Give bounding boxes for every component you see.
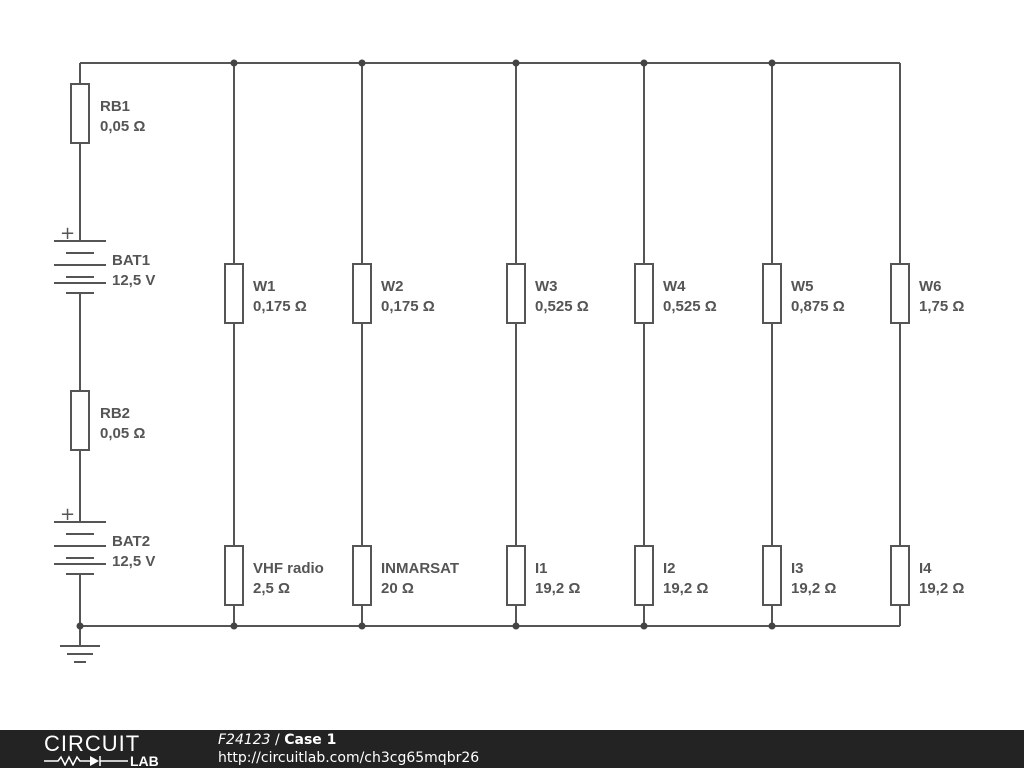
resistor-w6 bbox=[890, 263, 910, 324]
wire-name-label: W2 bbox=[381, 278, 404, 295]
junction-node bbox=[76, 622, 84, 630]
resistor-rb1 bbox=[70, 83, 90, 144]
battery-bat1 bbox=[54, 240, 106, 294]
resistor-load-5 bbox=[762, 545, 782, 606]
resistor-w3 bbox=[506, 263, 526, 324]
load-value-label: 19,2 Ω bbox=[663, 580, 708, 597]
resistor-zigzag-icon bbox=[44, 755, 90, 766]
load-name-label: I4 bbox=[919, 560, 932, 577]
wire-name-label: W6 bbox=[919, 278, 942, 295]
resistor-w4 bbox=[634, 263, 654, 324]
circuitlab-logo: CIRCUIT LAB bbox=[44, 732, 159, 766]
battery-bat2 bbox=[54, 521, 106, 575]
junction-node bbox=[230, 622, 238, 630]
wire-value-label: 0,175 Ω bbox=[381, 298, 435, 315]
diode-icon bbox=[90, 756, 99, 766]
load-branches: W1 0,175 Ω VHF radio 2,5 Ω W2 0,175 Ω INMARSAT… bbox=[224, 59, 964, 630]
junction-node bbox=[512, 622, 520, 630]
wire-value-label: 0,525 Ω bbox=[535, 298, 589, 315]
resistor-w1 bbox=[224, 263, 244, 324]
wire-value-label: 0,175 Ω bbox=[253, 298, 307, 315]
bat2-value-label: 12,5 V bbox=[112, 553, 155, 570]
load-name-label: I1 bbox=[535, 560, 548, 577]
wire-value-label: 0,875 Ω bbox=[791, 298, 845, 315]
junction-node bbox=[230, 59, 238, 67]
resistor-load-1 bbox=[224, 545, 244, 606]
load-value-label: 20 Ω bbox=[381, 580, 414, 597]
wire-name-label: W3 bbox=[535, 278, 558, 295]
footer-title-line: F24123 / Case 1 bbox=[218, 731, 479, 749]
rb2-name-label: RB2 bbox=[100, 405, 130, 422]
circuit-url[interactable]: http://circuitlab.com/ch3cg65mqbr26 bbox=[218, 750, 480, 766]
junction-node bbox=[768, 622, 776, 630]
circuit-id: F24123 bbox=[218, 732, 271, 748]
junction-node bbox=[768, 59, 776, 67]
footer-text: F24123 / Case 1 http://circuitlab.com/ch… bbox=[218, 731, 479, 767]
load-value-label: 19,2 Ω bbox=[535, 580, 580, 597]
logo-text-top: CIRCUIT bbox=[44, 732, 140, 756]
wire-name-label: W1 bbox=[253, 278, 276, 295]
resistor-w5 bbox=[762, 263, 782, 324]
junction-node bbox=[512, 59, 520, 67]
resistor-load-2 bbox=[352, 545, 372, 606]
resistor-load-6 bbox=[890, 545, 910, 606]
resistor-w2 bbox=[352, 263, 372, 324]
bat1-name-label: BAT1 bbox=[112, 252, 150, 269]
load-name-label: VHF radio bbox=[253, 560, 324, 577]
load-value-label: 19,2 Ω bbox=[919, 580, 964, 597]
bat1-plus-sign: + bbox=[60, 223, 75, 244]
footer-bar: CIRCUIT LAB F24123 / Case 1 http://circu… bbox=[0, 730, 1024, 768]
rb2-value-label: 0,05 Ω bbox=[100, 425, 145, 442]
ground-icon bbox=[60, 645, 100, 663]
wire-name-label: W5 bbox=[791, 278, 814, 295]
wire-value-label: 1,75 Ω bbox=[919, 298, 964, 315]
wire-name-label: W4 bbox=[663, 278, 686, 295]
rb1-value-label: 0,05 Ω bbox=[100, 118, 145, 135]
resistor-rb2 bbox=[70, 390, 90, 451]
rb1-name-label: RB1 bbox=[100, 98, 130, 115]
junction-node bbox=[640, 622, 648, 630]
bat2-plus-sign: + bbox=[60, 504, 75, 525]
junction-node bbox=[358, 59, 366, 67]
battery-branch: RB1 0,05 Ω + BAT1 12,5 V RB2 0,05 Ω bbox=[54, 63, 155, 663]
resistor-load-3 bbox=[506, 545, 526, 606]
bat2-name-label: BAT2 bbox=[112, 533, 150, 550]
title-separator: / bbox=[270, 732, 285, 748]
load-value-label: 19,2 Ω bbox=[791, 580, 836, 597]
bat1-value-label: 12,5 V bbox=[112, 272, 155, 289]
load-name-label: I2 bbox=[663, 560, 676, 577]
load-name-label: INMARSAT bbox=[381, 560, 459, 577]
resistor-load-4 bbox=[634, 545, 654, 606]
circuit-schematic: RB1 0,05 Ω + BAT1 12,5 V RB2 0,05 Ω bbox=[54, 59, 964, 663]
logo-text-bottom: LAB bbox=[130, 753, 159, 766]
junction-node bbox=[640, 59, 648, 67]
circuit-title: Case 1 bbox=[284, 732, 337, 748]
load-value-label: 2,5 Ω bbox=[253, 580, 290, 597]
load-name-label: I3 bbox=[791, 560, 804, 577]
junction-node bbox=[358, 622, 366, 630]
wire-value-label: 0,525 Ω bbox=[663, 298, 717, 315]
